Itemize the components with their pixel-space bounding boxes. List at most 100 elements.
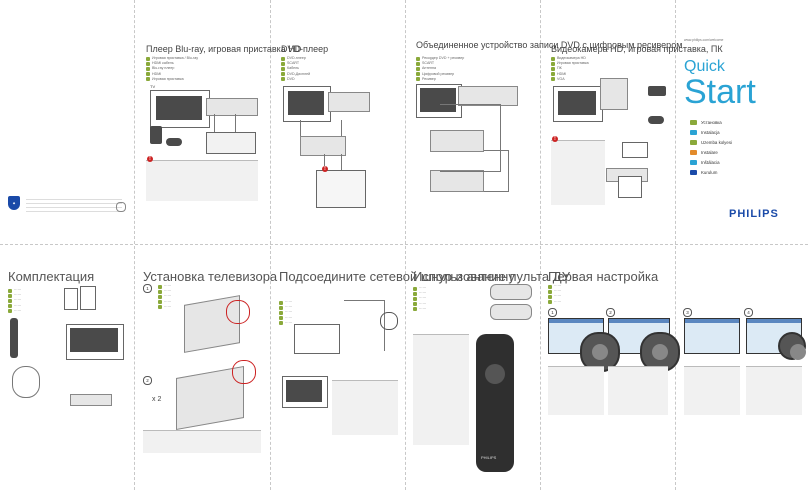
fold-line: [405, 0, 406, 490]
remote-brand: PHILIPS: [481, 455, 497, 460]
fold-line: [540, 0, 541, 490]
tv-screen: [156, 96, 202, 120]
step-number: 2: [143, 376, 152, 385]
info-box: [332, 380, 398, 435]
power-steps: ······························: [279, 300, 292, 326]
panel-title-dvd: DVD-плеер: [281, 44, 329, 54]
contents-list: ······························: [8, 288, 21, 314]
step-number: 4: [744, 308, 753, 317]
quick-heading: Quick: [684, 58, 725, 75]
panel-bullets: DVD-плеер SCART Кабель DVD-Дисплей DVD: [281, 56, 310, 82]
panel-title-recorder: Объединенное устройство записи DVD с циф…: [416, 40, 683, 50]
language-item[interactable]: Uzemba kolyesi: [690, 140, 732, 145]
cable: [440, 104, 501, 172]
tv-screen: [70, 328, 118, 352]
section-title-contents: Комплектация: [8, 269, 95, 284]
dvd-recorder: [430, 130, 484, 152]
remote-icon: [10, 318, 18, 358]
info-box: [684, 366, 740, 415]
panel-title-camcorder: Видеокамера HD, игровая приставка, ПК: [551, 44, 723, 54]
tv-screen: [288, 91, 324, 115]
panel-title-bluray: Плеер Blu-ray, игровая приставка HD: [146, 44, 302, 54]
section-title-remote: Использование пульта ДУ: [413, 269, 570, 284]
gamepad-icon: [648, 116, 664, 124]
zoom-circle: [232, 360, 256, 384]
stand-icon: [70, 394, 112, 406]
setup-steps: ························: [548, 284, 561, 305]
power-cord-icon: [12, 366, 40, 398]
start-heading: Start: [684, 73, 756, 111]
fold-line: [675, 0, 676, 490]
pc-icon: [622, 142, 648, 158]
philips-shield-icon: ◆: [8, 196, 20, 210]
language-item[interactable]: Установка: [690, 120, 722, 125]
panel-bullets: Видеокамера HD Игровая приставка ПК HDMI…: [551, 56, 589, 82]
panel-bullets: Игровая приставка / Blu-ray HDMI кабель …: [146, 56, 198, 82]
step-number: 2: [606, 308, 615, 317]
digital-receiver: [430, 170, 484, 192]
language-item[interactable]: Instalacja: [690, 130, 720, 135]
remote-steps: ······························: [413, 286, 426, 312]
philips-logo: PHILIPS: [729, 208, 779, 220]
manual-icon: [64, 288, 78, 310]
remote-dpad: [485, 364, 505, 384]
connector-panel: [600, 78, 628, 110]
fold-line: [270, 0, 271, 490]
panel-bullets: Рекордер DVD + ресивер SCART Антенна Циф…: [416, 56, 464, 82]
step-number: 1: [143, 284, 152, 293]
remote-illustration: [476, 334, 514, 472]
section-title-install: Установка телевизора: [143, 269, 278, 284]
battery-illustration: [490, 304, 532, 320]
button-legend: [413, 334, 469, 445]
remote-dpad-icon: [640, 332, 680, 372]
fold-line: [0, 244, 808, 245]
step-number: 1: [548, 308, 557, 317]
bluray-player: [206, 132, 256, 154]
info-box: [143, 430, 261, 453]
language-item[interactable]: Inštálacia: [690, 160, 720, 165]
connector-panel: [206, 98, 258, 116]
language-item[interactable]: Kurulum: [690, 170, 717, 175]
warning-icon: !: [552, 136, 558, 142]
zoom-circle: [226, 300, 250, 324]
dvd-player: [300, 136, 346, 156]
recycle-icon: [116, 202, 126, 212]
remote-dpad-icon: [778, 332, 806, 360]
leaflet-icon: [80, 286, 96, 310]
info-box: [746, 366, 802, 415]
setup-screen: [684, 318, 740, 354]
antenna-cable: [344, 300, 385, 351]
info-box: [608, 366, 668, 415]
step-number: 3: [683, 308, 692, 317]
screw-count: x 2: [152, 396, 162, 403]
info-box: [551, 140, 605, 205]
fold-line: [134, 0, 135, 490]
tv-screen: [420, 88, 456, 112]
language-item[interactable]: Instalare: [690, 150, 718, 155]
warning-icon: !: [147, 156, 153, 162]
laptop-icon: [618, 176, 642, 198]
connector-panel: [294, 324, 340, 354]
cable: [484, 150, 509, 192]
install-steps: ······························: [158, 284, 171, 310]
tips-box: [316, 170, 366, 208]
tv-screen: [286, 380, 322, 402]
remote-dpad-icon: [580, 332, 620, 372]
info-box: [146, 160, 258, 201]
warning-icon: !: [322, 166, 328, 172]
tv-screen: [558, 91, 596, 115]
section-title-power: Подсоедините сетевой шнур и антенну: [279, 269, 515, 284]
battery-illustration: [490, 284, 532, 300]
connector-panel: [328, 92, 370, 112]
gamepad-icon: [166, 138, 182, 146]
tv-label: TV: [150, 84, 156, 89]
connector-panel: [458, 86, 518, 106]
section-title-setup: Первая настройка: [548, 269, 659, 284]
legal-text: [26, 196, 122, 214]
antenna-icon: [380, 312, 398, 330]
url-text: www.philips.com/welcome: [684, 38, 724, 42]
info-box: [548, 366, 604, 415]
game-console: [150, 126, 162, 144]
camcorder-icon: [648, 86, 666, 96]
